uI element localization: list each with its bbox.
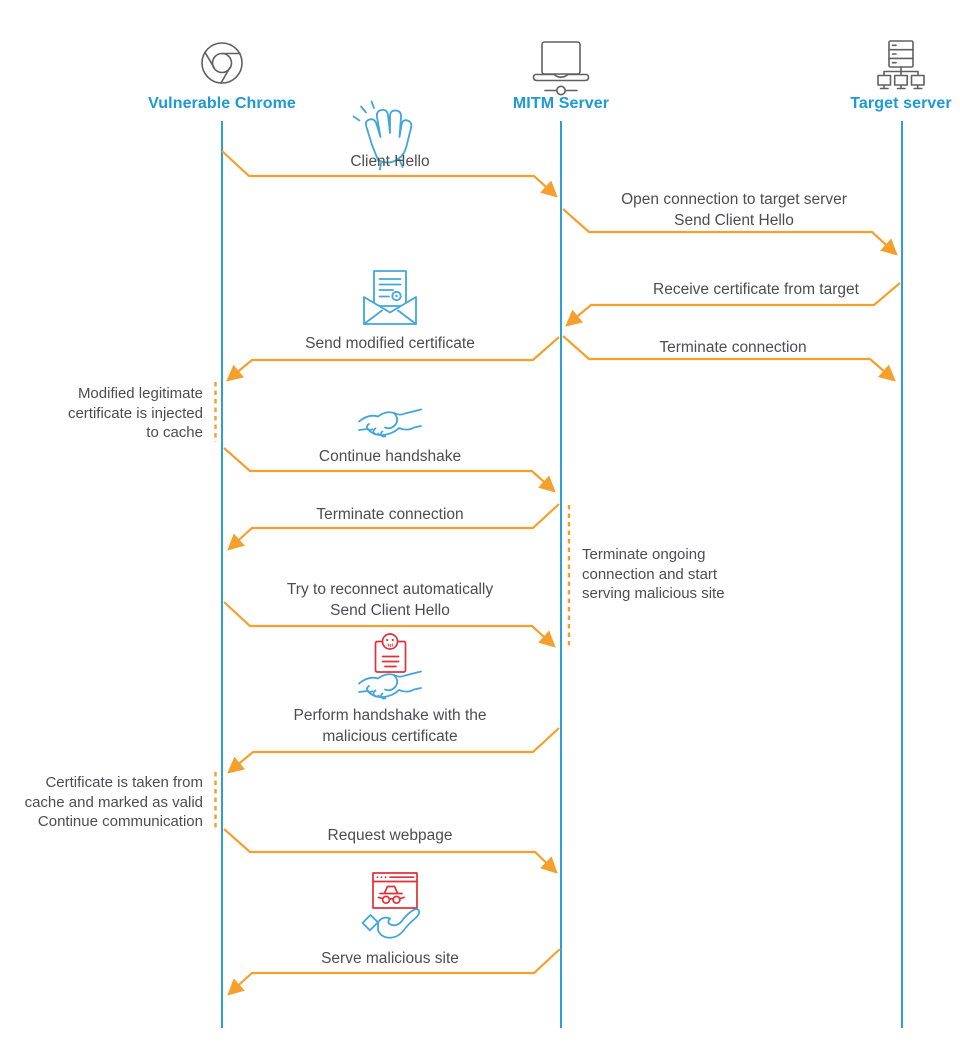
actor-label-mitm-server: MITM Server [512,95,610,112]
message-label-terminate-connection-target: Terminate connection [659,339,807,356]
message-arrow-request-webpage [223,828,558,874]
message-label-serve-malicious-site: Serve malicious site [321,950,459,967]
annotation-note-cert-valid: Certificate is taken from cache and mark… [24,774,203,830]
certificate-envelope-icon [363,270,417,325]
offering-hand-icon [361,908,421,939]
message-label-try-reconnect: Try to reconnect automatically Send Clie… [286,581,494,619]
message-label-request-webpage: Request webpage [327,827,453,844]
message-label-perform-handshake: Perform handshake with the malicious cer… [293,707,487,745]
message-label-open-connection: Open connection to target server Send Cl… [621,191,847,229]
message-label-terminate-connection-chrome: Terminate connection [316,506,464,523]
spy-browser-icon [372,872,418,909]
laptop-network-icon [532,41,590,96]
message-arrow-open-connection [562,208,898,256]
message-arrow-try-reconnect [223,601,556,648]
annotation-note-serve-malicious: Terminate ongoing connection and start s… [582,546,725,602]
message-arrow-perform-handshake [227,727,560,774]
handshake-icon [358,408,422,438]
malicious-certificate-icon [374,633,407,673]
message-label-receive-certificate: Receive certificate from target [653,281,859,298]
message-arrow-terminate-connection-target [562,335,896,382]
message-arrow-send-modified-certificate [226,336,560,382]
waving-hand-icon [352,100,413,171]
annotation-note-cache-inject: Modified legitimate certificate is injec… [67,385,203,441]
malicious-certificate-handshake-icon [357,633,423,700]
chrome-browser-icon [201,42,243,84]
message-label-send-modified-certificate: Send modified certificate [305,335,475,352]
message-arrow-receive-certificate [565,282,901,327]
server-cluster-icon [877,40,925,90]
message-arrow-terminate-connection-chrome [227,503,560,551]
message-arrow-serve-malicious-site [227,948,561,996]
serve-malicious-site-icon [361,872,421,939]
actor-label-vulnerable-chrome: Vulnerable Chrome [148,95,296,112]
message-arrow-client-hello [221,150,558,198]
message-label-continue-handshake: Continue handshake [318,448,462,465]
message-arrow-continue-handshake [223,447,556,493]
message-label-client-hello: Client Hello [350,153,430,170]
actor-label-target-server: Target server [850,95,952,112]
